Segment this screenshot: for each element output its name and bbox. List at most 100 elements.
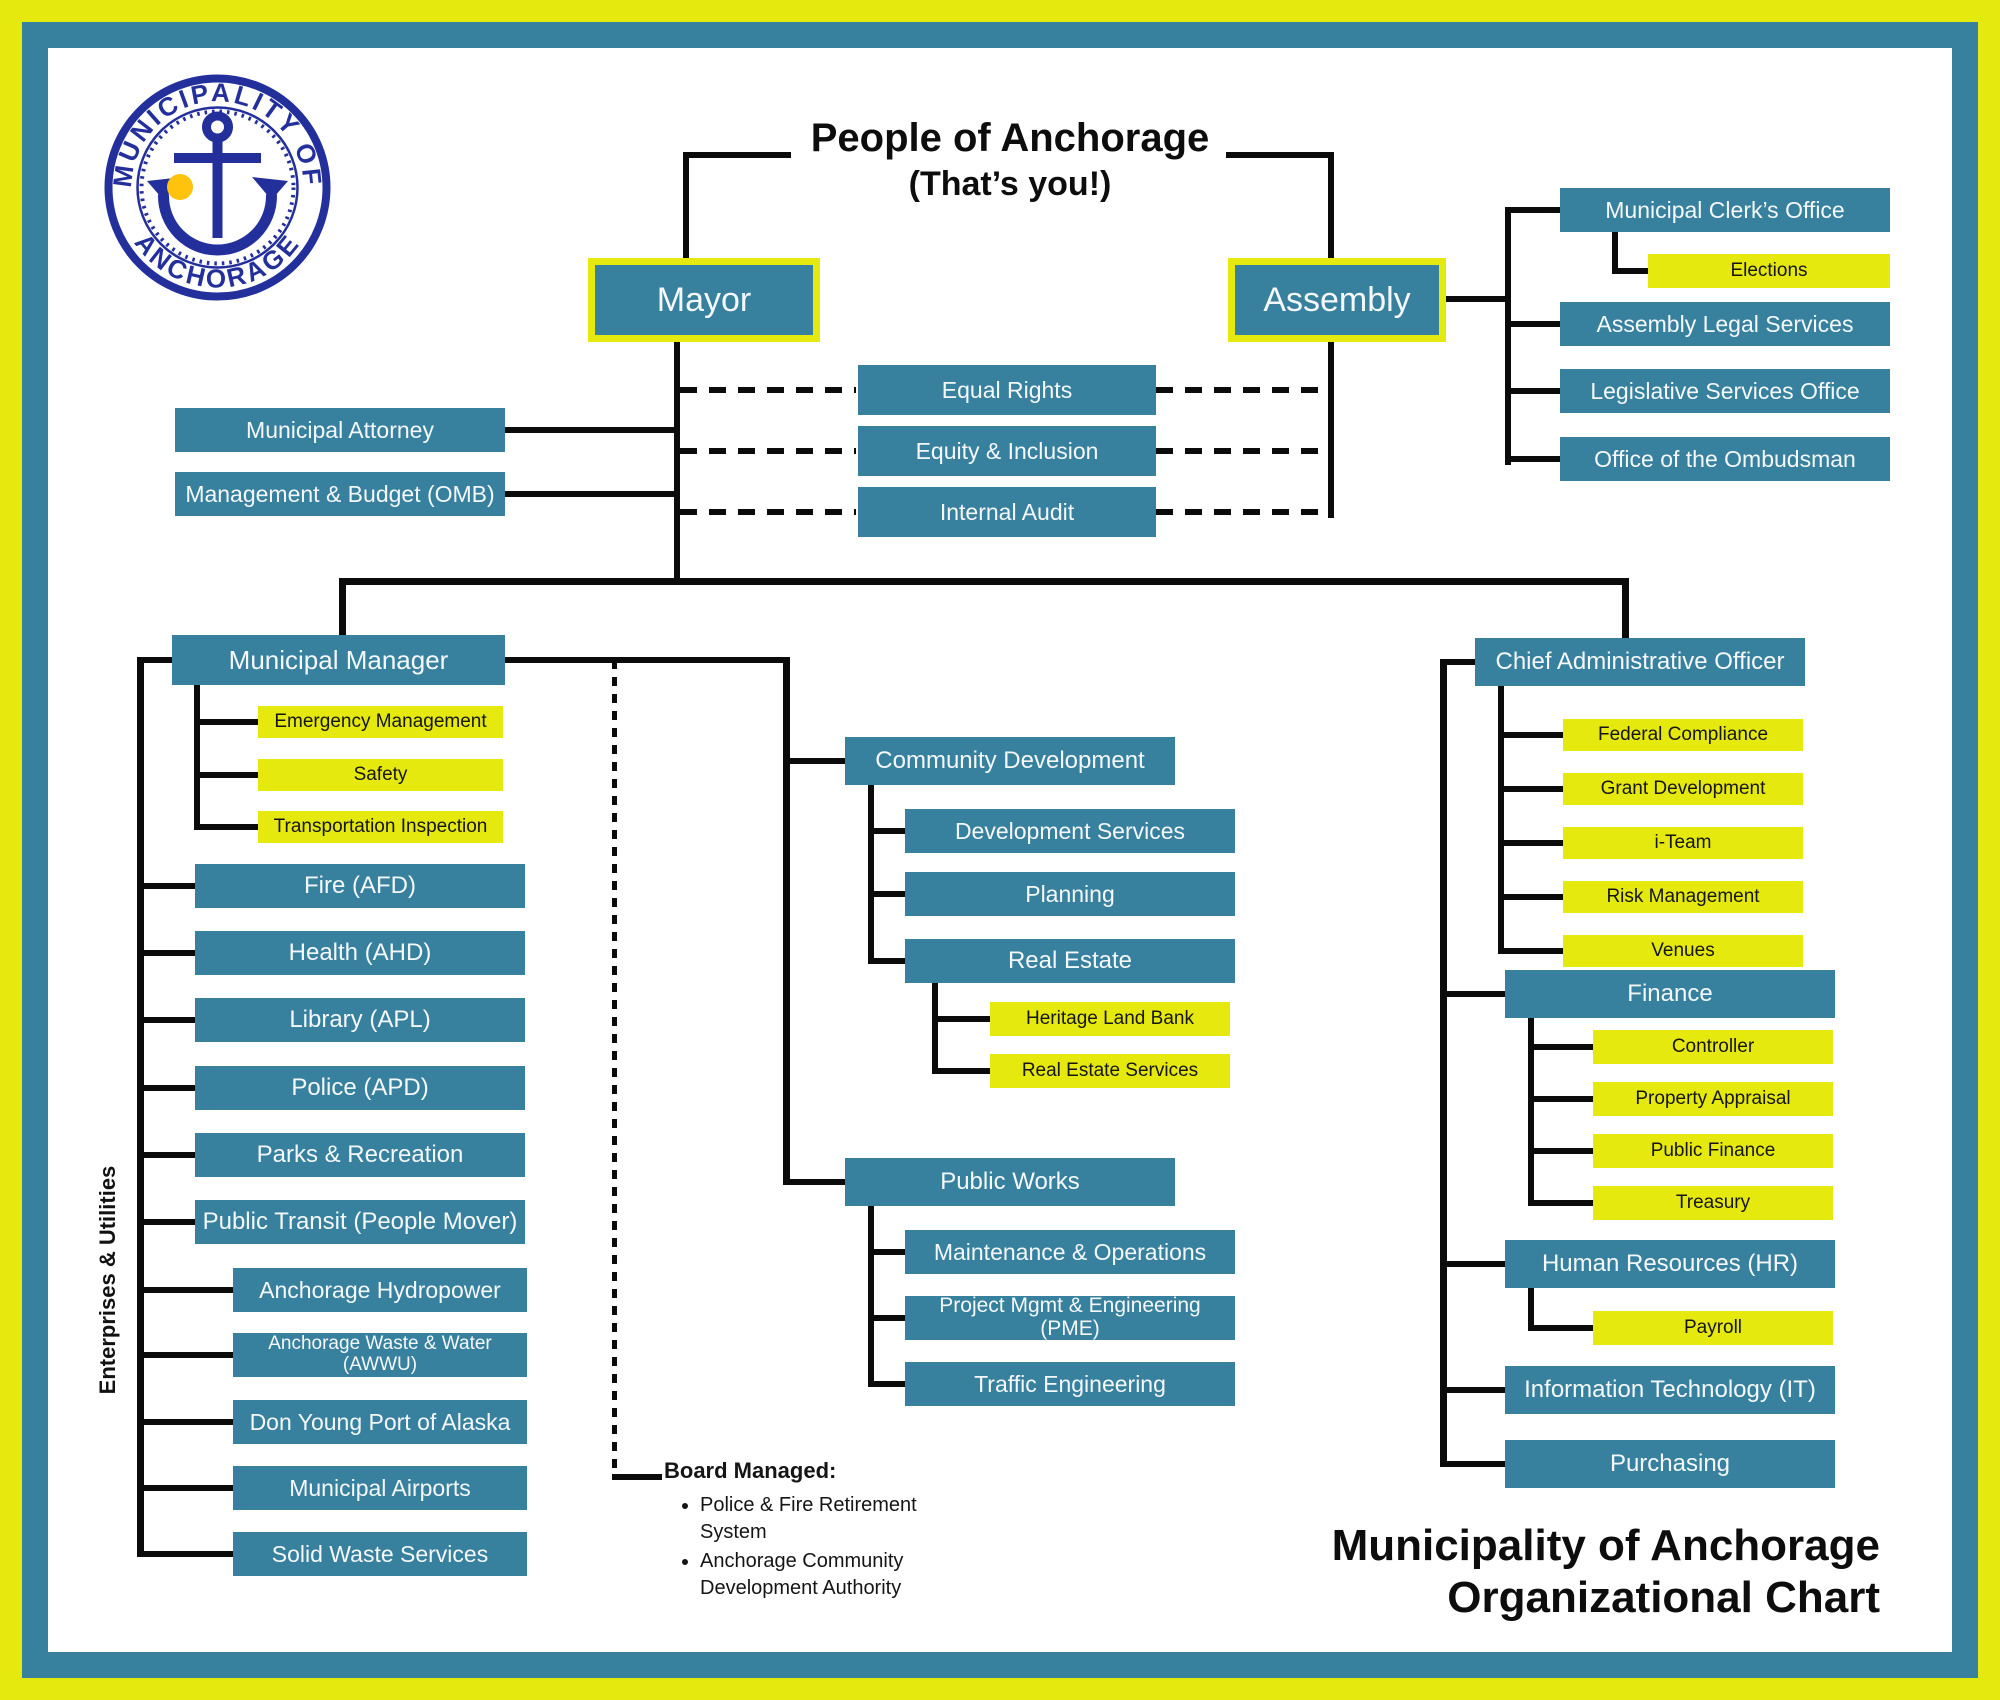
node-controller: Controller xyxy=(1593,1030,1833,1064)
connector-line xyxy=(505,657,790,663)
connector-line xyxy=(1528,1148,1593,1154)
node-legislative-services-office: Legislative Services Office xyxy=(1560,369,1890,413)
connector-line xyxy=(137,1017,195,1023)
connector-line xyxy=(1498,732,1563,738)
board-managed-item: Anchorage Community Development Authorit… xyxy=(700,1548,940,1602)
node-assembly: Assembly xyxy=(1228,258,1446,342)
chart-title: Municipality of Anchorage Organizational… xyxy=(1090,1520,1880,1624)
node-planning: Planning xyxy=(905,872,1235,916)
connector-line xyxy=(1498,786,1563,792)
connector-line xyxy=(137,950,195,956)
connector-line xyxy=(1328,342,1334,518)
connector-line xyxy=(1612,232,1618,274)
node-community-development: Community Development xyxy=(845,737,1175,785)
page-title: People of Anchorage xyxy=(810,116,1210,160)
connector-line xyxy=(137,1085,195,1091)
node-public-works: Public Works xyxy=(845,1158,1175,1206)
node-human-resources: Human Resources (HR) xyxy=(1505,1240,1835,1288)
node-treasury: Treasury xyxy=(1593,1186,1833,1220)
node-venues: Venues xyxy=(1563,935,1803,967)
connector-dashed xyxy=(1156,448,1332,454)
connector-line xyxy=(683,152,791,158)
connector-dashed xyxy=(1156,387,1332,393)
node-elections: Elections xyxy=(1648,254,1890,288)
node-chief-administrative-officer: Chief Administrative Officer xyxy=(1475,638,1805,686)
connector-line xyxy=(505,427,677,433)
board-managed-note: Board Managed: Police & Fire Retirement … xyxy=(664,1458,984,1604)
connector-line xyxy=(868,828,905,834)
connector-line xyxy=(1528,1018,1534,1206)
node-anchorage-waste-water-awwu: Anchorage Waste & Water (AWWU) xyxy=(233,1333,527,1377)
connector-line xyxy=(1440,659,1475,665)
connector-line xyxy=(1440,1461,1505,1467)
node-police-apd: Police (APD) xyxy=(195,1066,525,1110)
logo-sun-dot xyxy=(167,174,193,200)
node-grant-development: Grant Development xyxy=(1563,773,1803,805)
connector-line xyxy=(783,1179,845,1185)
node-municipal-clerks-office: Municipal Clerk’s Office xyxy=(1560,188,1890,232)
connector-line xyxy=(783,758,845,764)
enterprises-utilities-label: Enterprises & Utilities xyxy=(95,1165,120,1395)
connector-line xyxy=(194,772,258,778)
node-heritage-land-bank: Heritage Land Bank xyxy=(990,1002,1230,1036)
connector-line xyxy=(137,1352,233,1358)
connector-line xyxy=(1226,152,1334,158)
node-equal-rights: Equal Rights xyxy=(858,365,1156,415)
connector-line xyxy=(1498,948,1563,954)
connector-line xyxy=(339,578,1629,585)
page-subtitle: (That’s you!) xyxy=(908,165,1112,203)
node-development-services: Development Services xyxy=(905,809,1235,853)
connector-line xyxy=(1505,456,1560,462)
node-real-estate: Real Estate xyxy=(905,939,1235,983)
connector-line xyxy=(1440,659,1447,1467)
seal-inner-ring xyxy=(136,106,299,269)
connector-line xyxy=(137,1419,233,1425)
connector-line xyxy=(1612,268,1648,274)
connector-line xyxy=(932,1016,990,1022)
connector-line xyxy=(137,1287,233,1293)
connector-line xyxy=(1498,840,1563,846)
node-municipal-attorney: Municipal Attorney xyxy=(175,408,505,452)
connector-line xyxy=(137,1551,233,1557)
connector-dashed xyxy=(680,387,856,393)
connector-dotted xyxy=(612,660,617,1478)
connector-line xyxy=(1440,1261,1505,1267)
connector-line xyxy=(868,785,874,964)
node-emergency-management: Emergency Management xyxy=(258,706,503,738)
connector-line xyxy=(1528,1325,1593,1331)
node-maintenance-operations: Maintenance & Operations xyxy=(905,1230,1235,1274)
node-equity-inclusion: Equity & Inclusion xyxy=(858,426,1156,476)
connector-line xyxy=(674,342,680,584)
connector-line xyxy=(783,657,790,1185)
page-header: People of Anchorage (That’s you!) xyxy=(740,116,1280,204)
node-fire-afd: Fire (AFD) xyxy=(195,864,525,908)
connector-line xyxy=(1528,1288,1534,1331)
connector-line xyxy=(1505,321,1560,327)
connector-line xyxy=(868,1381,905,1387)
node-safety: Safety xyxy=(258,759,503,791)
node-public-transit: Public Transit (People Mover) xyxy=(195,1200,525,1244)
node-solid-waste-services: Solid Waste Services xyxy=(233,1532,527,1576)
connector-line xyxy=(137,657,175,663)
seal-chain-ring xyxy=(139,109,296,266)
node-purchasing: Purchasing xyxy=(1505,1440,1835,1488)
node-traffic-engineering: Traffic Engineering xyxy=(905,1362,1235,1406)
node-municipal-manager: Municipal Manager xyxy=(172,635,505,685)
connector-line xyxy=(137,1152,195,1158)
connector-line xyxy=(868,1206,874,1387)
connector-line xyxy=(868,1315,905,1321)
connector-line xyxy=(1328,152,1334,264)
connector-line xyxy=(505,491,677,497)
node-federal-compliance: Federal Compliance xyxy=(1563,719,1803,751)
municipality-seal-logo: MUNICIPALITY OF ANCHORAGE xyxy=(104,74,331,301)
node-assembly-legal-services: Assembly Legal Services xyxy=(1560,302,1890,346)
chart-title-line2: Organizational Chart xyxy=(1447,1573,1880,1622)
connector-line xyxy=(137,1485,233,1491)
connector-line xyxy=(868,958,905,964)
connector-line xyxy=(339,578,346,636)
connector-line xyxy=(1622,578,1629,640)
connector-line xyxy=(137,1219,195,1225)
connector-line xyxy=(1505,207,1511,465)
node-property-appraisal: Property Appraisal xyxy=(1593,1082,1833,1116)
